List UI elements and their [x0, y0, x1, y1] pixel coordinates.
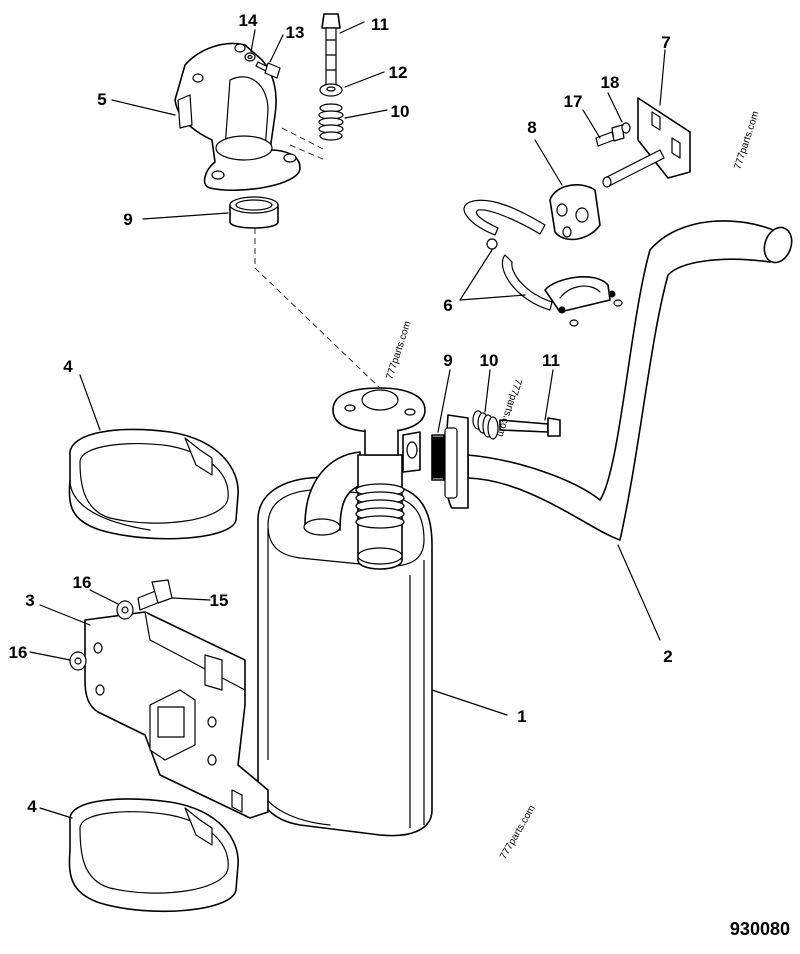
- spring-right: [472, 410, 499, 440]
- callout-5: 5: [97, 90, 106, 109]
- callout-13: 13: [286, 23, 305, 42]
- callout-16-lower: 16: [9, 643, 28, 662]
- callout-9-right: 9: [443, 351, 452, 370]
- washer-16-upper: [116, 600, 134, 620]
- callout-17: 17: [564, 92, 583, 111]
- manifold-elbow: [174, 42, 301, 191]
- tail-pipe: [444, 220, 793, 541]
- callout-7: 7: [661, 33, 670, 52]
- bolt-right: [499, 417, 561, 437]
- figure-number: 930080: [730, 919, 790, 939]
- alignment-lines: [254, 127, 383, 391]
- callout-4-upper: 4: [63, 357, 73, 376]
- callout-2: 2: [663, 647, 672, 666]
- bolt-top: [321, 13, 341, 86]
- callout-16-upper: 16: [73, 573, 92, 592]
- callout-12: 12: [389, 63, 408, 82]
- strap-upper: [68, 428, 239, 540]
- callout-15: 15: [210, 591, 229, 610]
- bellows: [355, 483, 405, 529]
- leader-lines: [29, 21, 666, 819]
- callout-1: 1: [517, 707, 526, 726]
- callout-14: 14: [239, 11, 258, 30]
- bolt-17: [595, 124, 625, 147]
- washer-18: [621, 122, 631, 134]
- bolt-13: [255, 61, 281, 79]
- gasket-right: [431, 434, 445, 481]
- bolt-15: [137, 579, 173, 611]
- silencer: [257, 387, 433, 837]
- callout-4-lower: 4: [27, 797, 37, 816]
- callout-11-right: 11: [542, 351, 560, 370]
- rubber-mount: [549, 184, 601, 241]
- callout-10-right: 10: [480, 351, 499, 370]
- callout-3: 3: [25, 591, 34, 610]
- u-bolt-clamp: [463, 199, 623, 327]
- ring-gasket-top: [229, 196, 279, 229]
- nut-12: [319, 83, 343, 97]
- hanger-bracket: [602, 97, 691, 188]
- callout-11-top: 11: [371, 15, 389, 34]
- mounting-bracket: [84, 611, 269, 819]
- callout-6: 6: [443, 296, 452, 315]
- watermark-top-right: 777parts.com: [732, 110, 761, 171]
- callout-10-top: 10: [391, 102, 410, 121]
- watermark-center: 777parts.com: [384, 320, 413, 381]
- callouts: 14 13 11 12 10 5 9 7 18 17 8 6 4 9 10 11…: [9, 11, 673, 816]
- callout-18: 18: [601, 73, 620, 92]
- washer-16-lower: [69, 651, 87, 671]
- spring-top: [318, 103, 344, 141]
- watermark-bottom: 777parts.com: [498, 804, 538, 862]
- strap-lower: [68, 798, 239, 913]
- washer-14: [244, 52, 256, 62]
- callout-9-top: 9: [123, 210, 132, 229]
- callout-8: 8: [527, 118, 536, 137]
